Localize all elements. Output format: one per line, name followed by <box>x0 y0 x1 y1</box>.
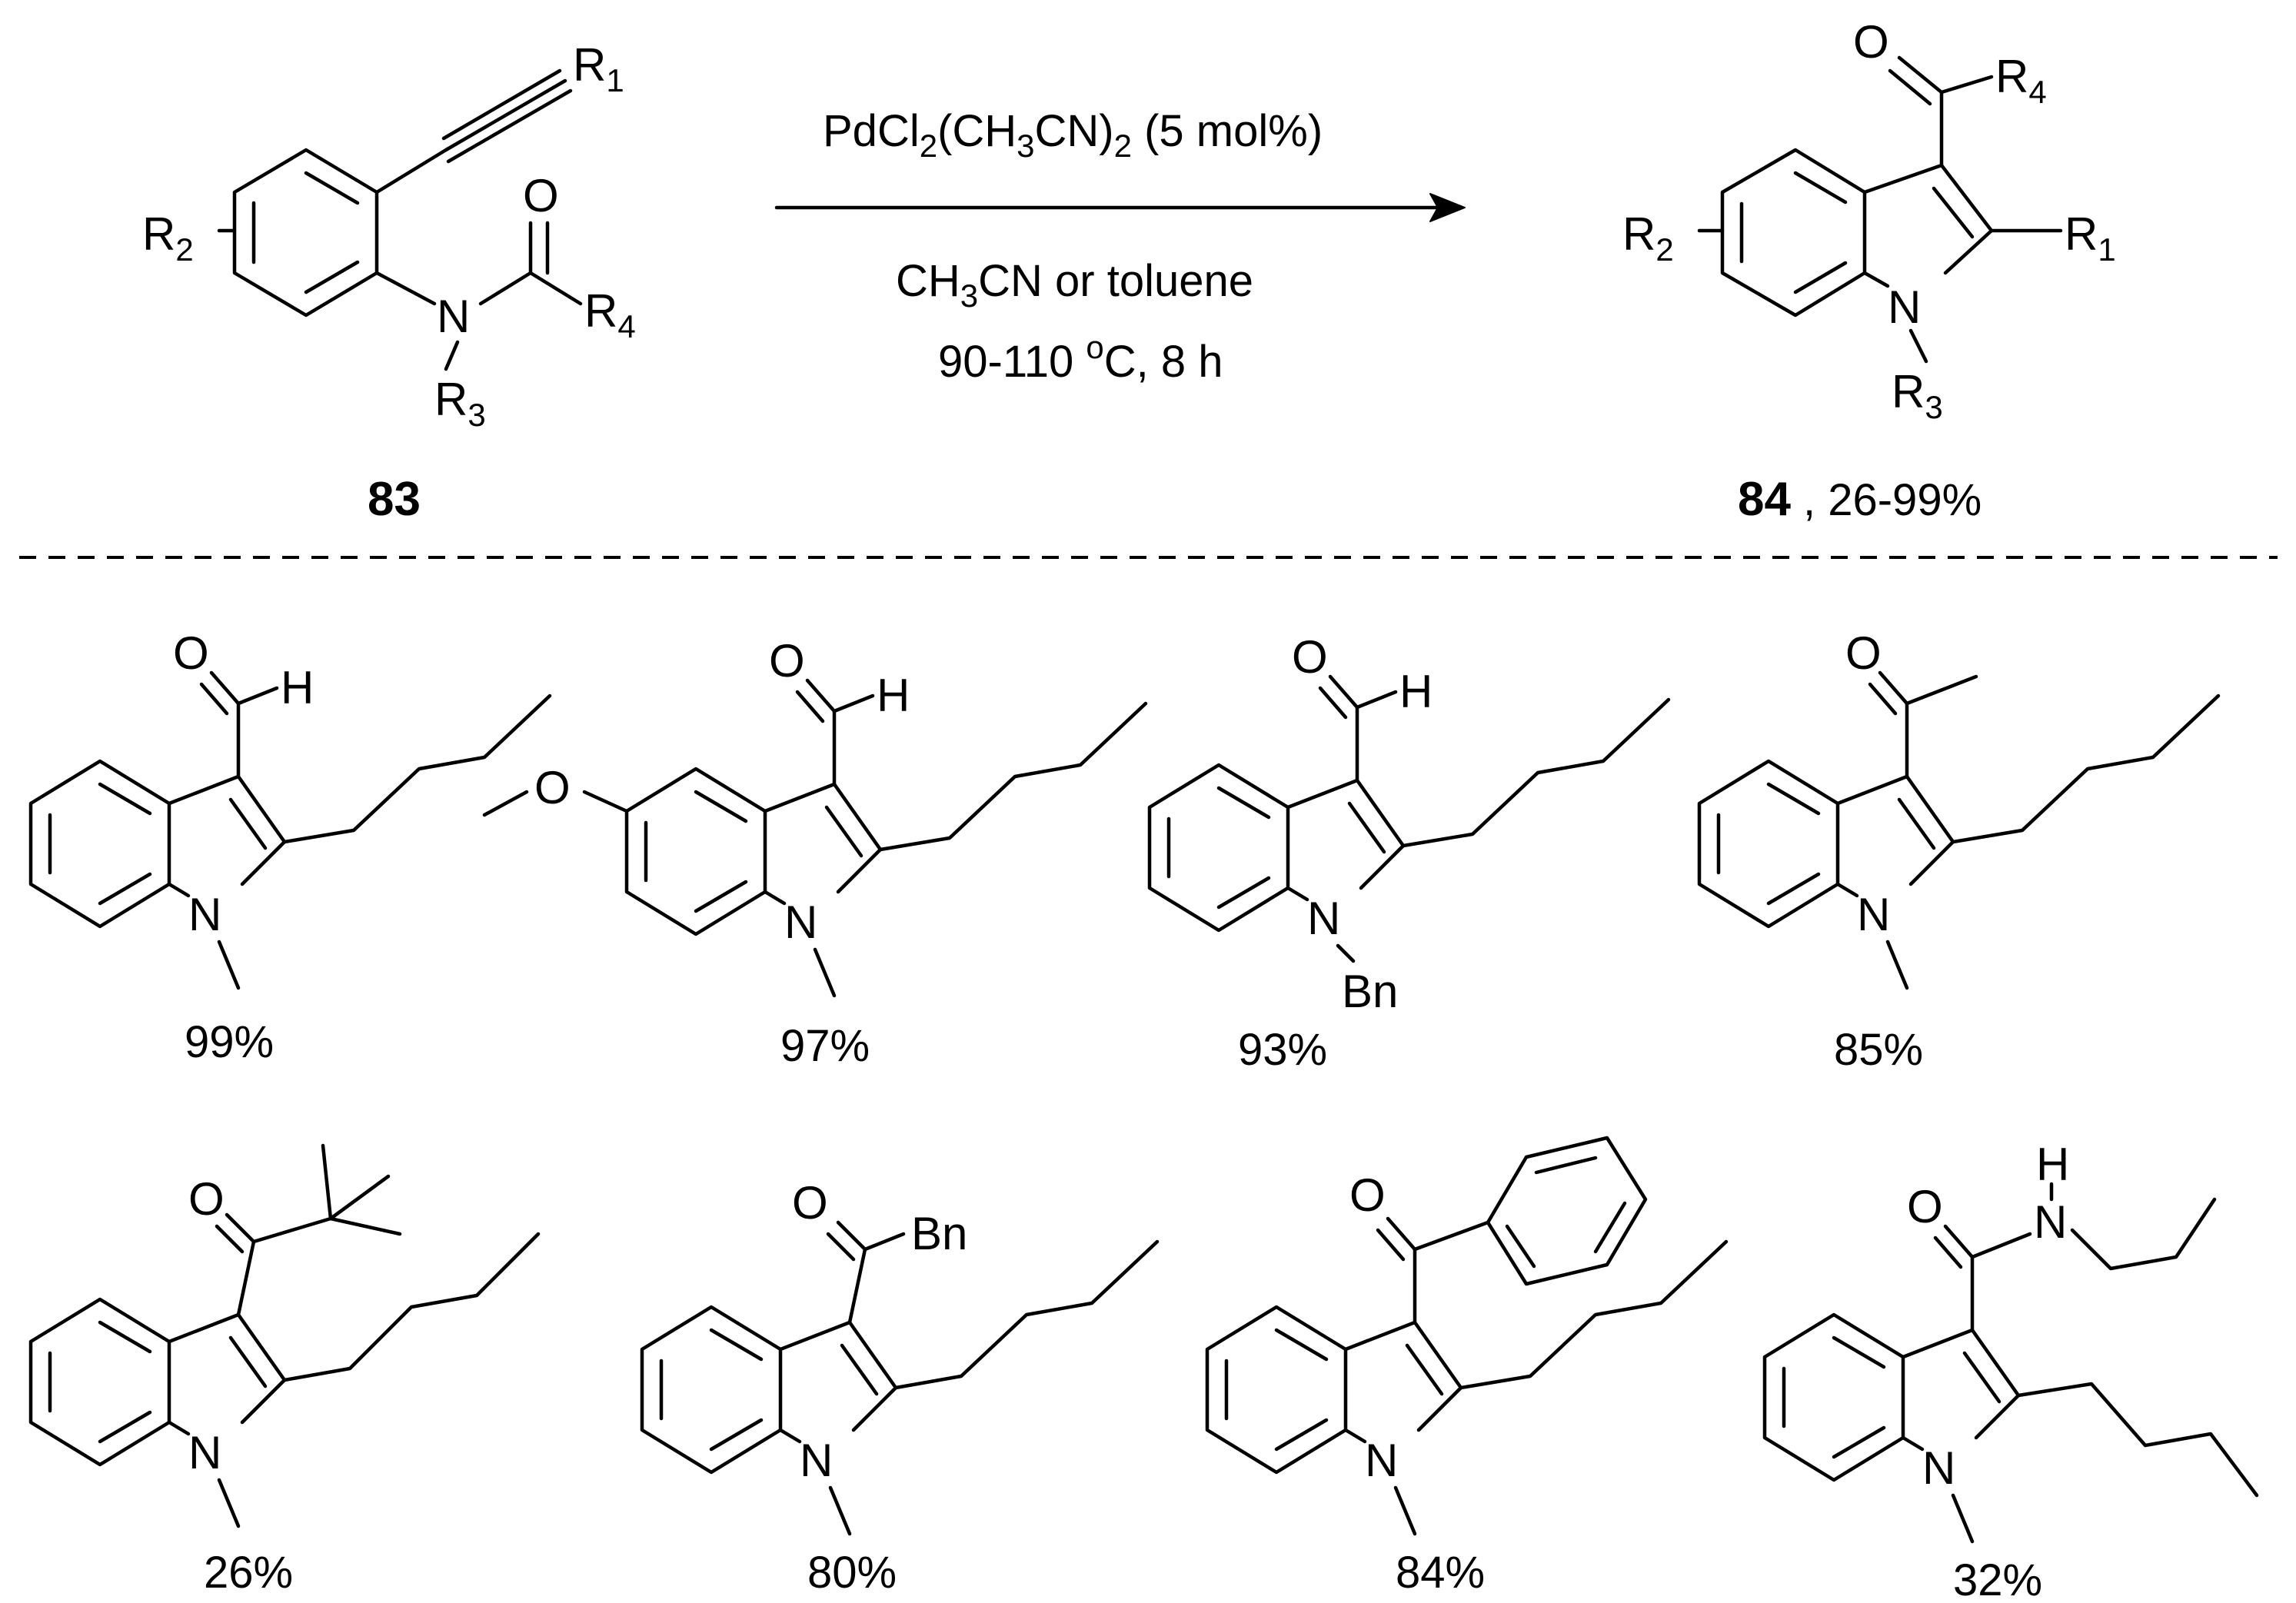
n-amide-atom: N <box>2034 1196 2067 1248</box>
o-atom: O <box>523 170 559 221</box>
catalyst-text: PdCl2(CH3CN)2 (5 mol%) <box>823 106 1323 164</box>
n-atom: N <box>188 889 221 940</box>
example-2: N O H O 97% <box>482 635 1148 1071</box>
yield-label: 26% <box>204 1548 293 1598</box>
yield-label: 85% <box>1834 1025 1923 1075</box>
n-atom: N <box>188 1427 221 1478</box>
benzene-ring <box>1720 148 1867 318</box>
n-atom: N <box>1888 281 1921 333</box>
bn-label: Bn <box>1342 966 1398 1017</box>
compound-label-84: 84 <box>1738 473 1791 526</box>
n-atom: N <box>1307 893 1340 944</box>
h-atom: H <box>877 670 910 721</box>
example-1: N O H 99% <box>28 627 552 1067</box>
yield-label: 32% <box>1953 1555 2042 1603</box>
reaction-arrow <box>774 193 1466 222</box>
n-atom: N <box>437 291 470 342</box>
r4-label: R4 <box>584 285 636 344</box>
r4-label: R4 <box>1995 51 2047 110</box>
yield-label: 80% <box>807 1548 897 1598</box>
o-methoxy-atom: O <box>534 762 571 813</box>
compound-label-83: 83 <box>368 473 421 526</box>
r2-label: R2 <box>142 208 194 268</box>
o-atom: O <box>1349 1169 1386 1221</box>
r1-label: R1 <box>573 39 624 98</box>
example-7: N O 84% <box>1205 1136 1729 1598</box>
o-atom: O <box>173 627 209 679</box>
yield-label: 93% <box>1238 1025 1327 1075</box>
r3-label: R3 <box>1892 366 1943 425</box>
o-atom: O <box>1853 16 1889 68</box>
bn-label: Bn <box>911 1208 967 1259</box>
r2-label: R2 <box>1622 208 1674 268</box>
o-atom: O <box>1907 1181 1943 1232</box>
example-6: N O Bn 80% <box>640 1177 1160 1598</box>
h-atom: H <box>2036 1139 2069 1190</box>
example-4: N O 85% <box>1697 627 2221 1075</box>
o-atom: O <box>769 635 805 687</box>
example-8: N O N H 32% <box>1762 1139 2259 1603</box>
temperature-text: 90-110 oC, 8 h <box>938 329 1223 387</box>
h-atom: H <box>1399 666 1433 717</box>
n-atom: N <box>800 1435 833 1486</box>
yield-label: 99% <box>185 1017 274 1067</box>
r1-label: R1 <box>2065 208 2116 268</box>
example-3: N Bn O H 93% <box>1147 631 1671 1075</box>
o-atom: O <box>1845 627 1882 679</box>
yield-label: 97% <box>780 1021 870 1071</box>
n-atom: N <box>1857 889 1890 940</box>
n-atom: N <box>1365 1435 1398 1486</box>
product-84: N R1 R3 O R4 R2 84 , 26-99% <box>1622 16 2116 526</box>
n-atom: N <box>1922 1442 1955 1494</box>
phenyl-ring <box>1486 1136 1648 1286</box>
r3-label: R3 <box>434 374 486 433</box>
n-atom: N <box>784 896 817 948</box>
o-atom: O <box>792 1177 828 1229</box>
yield-range: , 26-99% <box>1803 475 1982 525</box>
yield-label: 84% <box>1396 1548 1485 1598</box>
o-atom: O <box>188 1173 225 1225</box>
example-5: N O 26% <box>28 1143 541 1598</box>
h-atom: H <box>281 662 314 713</box>
starting-material-83: R2 R1 N O R4 R3 83 <box>142 39 636 526</box>
solvent-text: CH3CN or toluene <box>896 256 1253 314</box>
o-atom: O <box>1292 631 1328 683</box>
